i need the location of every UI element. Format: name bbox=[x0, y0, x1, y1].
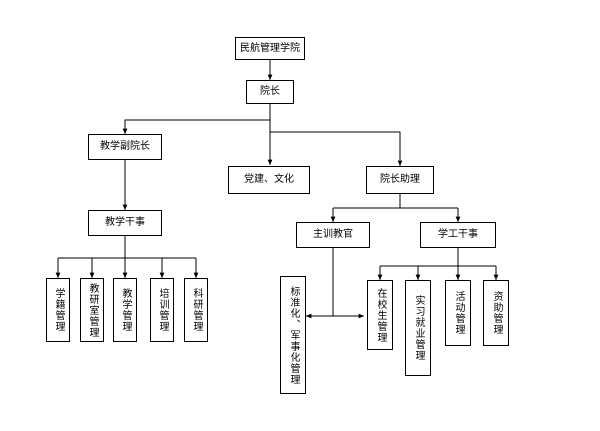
node-training-mgmt: 培训管理 bbox=[150, 278, 174, 342]
node-root: 民航管理学院 bbox=[235, 37, 305, 60]
node-internship-employment-mgmt: 实习就业管理 bbox=[405, 280, 431, 376]
node-enrolled-student-mgmt: 在校生管理 bbox=[367, 280, 393, 350]
node-teaching-research-mgmt: 教研室管理 bbox=[80, 278, 104, 342]
node-vp-teaching: 教学副院长 bbox=[88, 134, 162, 160]
node-assistant: 院长助理 bbox=[366, 166, 434, 194]
node-activity-mgmt: 活动管理 bbox=[445, 280, 471, 346]
node-teaching-officer: 教学干事 bbox=[88, 210, 162, 236]
node-teaching-mgmt: 教学管理 bbox=[113, 278, 137, 342]
node-instructor: 主训教官 bbox=[296, 222, 370, 248]
node-student-officer: 学工干事 bbox=[420, 222, 496, 248]
node-research-mgmt: 科研管理 bbox=[184, 278, 208, 342]
node-president: 院长 bbox=[246, 80, 294, 104]
node-party-culture: 党建、文化 bbox=[228, 166, 310, 194]
node-enrollment-mgmt: 学籍管理 bbox=[46, 278, 70, 342]
node-financial-aid-mgmt: 资助管理 bbox=[483, 280, 509, 346]
node-standardization-mgmt: 标准化、军事化管理 bbox=[280, 276, 306, 394]
